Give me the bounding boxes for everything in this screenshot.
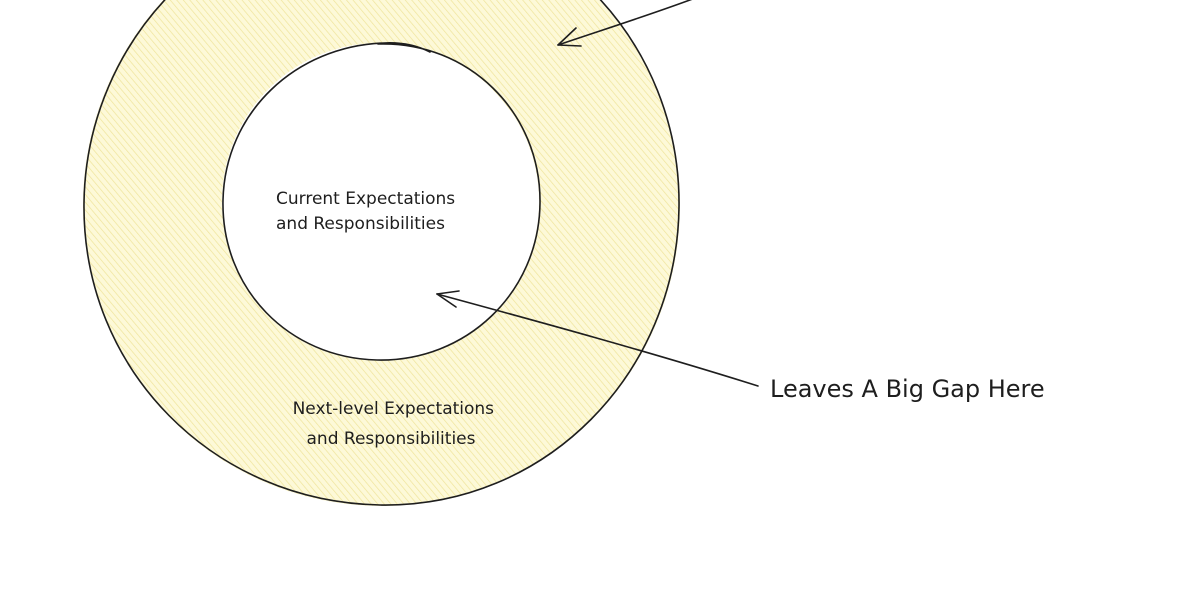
top-arrow-shaft — [557, 0, 693, 46]
inner-circle-outline — [222, 42, 541, 361]
inner-circle — [222, 43, 539, 360]
outer-label: Next-level Expectations and Responsibili… — [293, 399, 500, 449]
gap-arrow-head — [436, 290, 460, 308]
inner-label: Current Expectations and Responsibilitie… — [276, 189, 461, 234]
inner-label-line-2: and Responsibilities — [276, 214, 445, 234]
gap-arrow-shaft — [436, 293, 759, 387]
inner-label-line-1: Current Expectations — [276, 189, 455, 209]
top-arrow-head — [557, 27, 582, 47]
outer-circle-outline — [83, 0, 680, 506]
outer-label-line-2: and Responsibilities — [307, 429, 476, 449]
outer-label-line-1: Next-level Expectations — [293, 399, 495, 419]
callout-label: Leaves A Big Gap Here — [770, 375, 1045, 403]
